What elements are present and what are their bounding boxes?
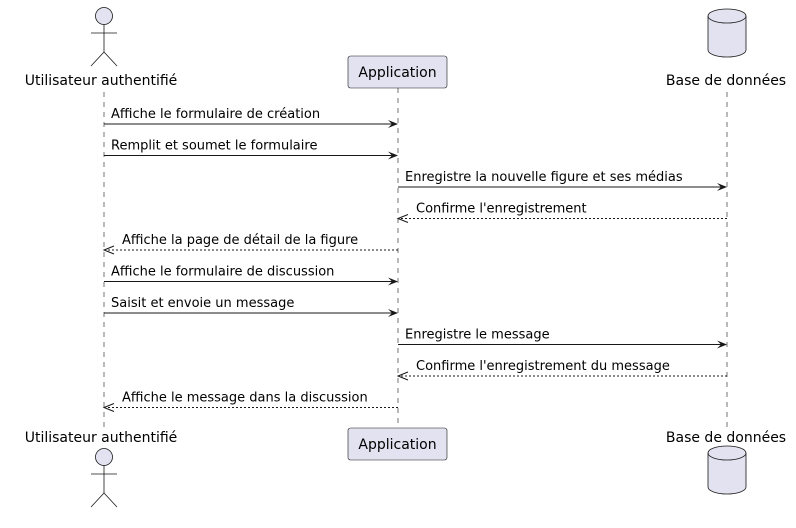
arrow-head [396, 214, 409, 223]
arrow-head [102, 403, 115, 412]
message-label: Enregistre la nouvelle figure et ses méd… [405, 170, 683, 185]
arrow-head [102, 245, 115, 255]
participant-app-bottom: Application [347, 427, 448, 461]
participant-user-bottom: Utilisateur authentifié [25, 430, 178, 508]
arrow-head [388, 277, 398, 286]
message-label: Enregistre le message [405, 328, 550, 343]
message: Enregistre la nouvelle figure et ses méd… [398, 170, 727, 191]
participant-box [347, 427, 448, 461]
message-label: Affiche le message dans la discussion [122, 391, 368, 406]
participant-box [347, 55, 448, 89]
message-label: Affiche le formulaire de création [111, 107, 320, 122]
participant-app-label: Application [358, 65, 436, 81]
messages: Affiche le formulaire de créationRemplit… [102, 107, 727, 412]
message: Affiche la page de détail de la figure [102, 233, 398, 255]
actor-icon [90, 448, 118, 508]
database-icon [707, 8, 747, 58]
participant-db-top: Base de données [666, 8, 786, 89]
message: Remplit et soumet le formulaire [104, 139, 398, 160]
arrow-head [717, 340, 727, 349]
participant-user-label: Utilisateur authentifié [25, 430, 178, 446]
message-label: Affiche la page de détail de la figure [122, 233, 358, 248]
database-icon [707, 445, 747, 495]
message-label: Saisit et envoie un message [111, 296, 294, 311]
participant-user-top: Utilisateur authentifié [25, 7, 178, 89]
participant-db-label: Base de données [666, 73, 786, 89]
participant-db-label: Base de données [666, 430, 786, 446]
message: Confirme l'enregistrement [396, 202, 727, 223]
message: Saisit et envoie un message [104, 296, 398, 317]
message: Affiche le formulaire de création [104, 107, 398, 128]
arrow-head [388, 309, 398, 317]
message: Affiche le message dans la discussion [102, 391, 398, 412]
message: Confirme l'enregistrement du message [396, 359, 727, 381]
arrow-head [717, 183, 727, 191]
message: Enregistre le message [398, 328, 727, 349]
participant-app-label: Application [358, 437, 436, 453]
participant-db-bottom: Base de données [666, 430, 786, 495]
arrow-head [388, 151, 398, 160]
arrow-head [396, 371, 409, 381]
arrow-head [388, 120, 398, 128]
message: Affiche le formulaire de discussion [104, 265, 398, 286]
message-label: Affiche le formulaire de discussion [111, 265, 334, 280]
participant-app-top: Application [347, 55, 448, 89]
actor-icon [90, 7, 118, 67]
message-label: Remplit et soumet le formulaire [111, 139, 317, 154]
message-label: Confirme l'enregistrement [416, 202, 587, 217]
participant-user-label: Utilisateur authentifié [25, 73, 178, 89]
message-label: Confirme l'enregistrement du message [416, 359, 670, 374]
